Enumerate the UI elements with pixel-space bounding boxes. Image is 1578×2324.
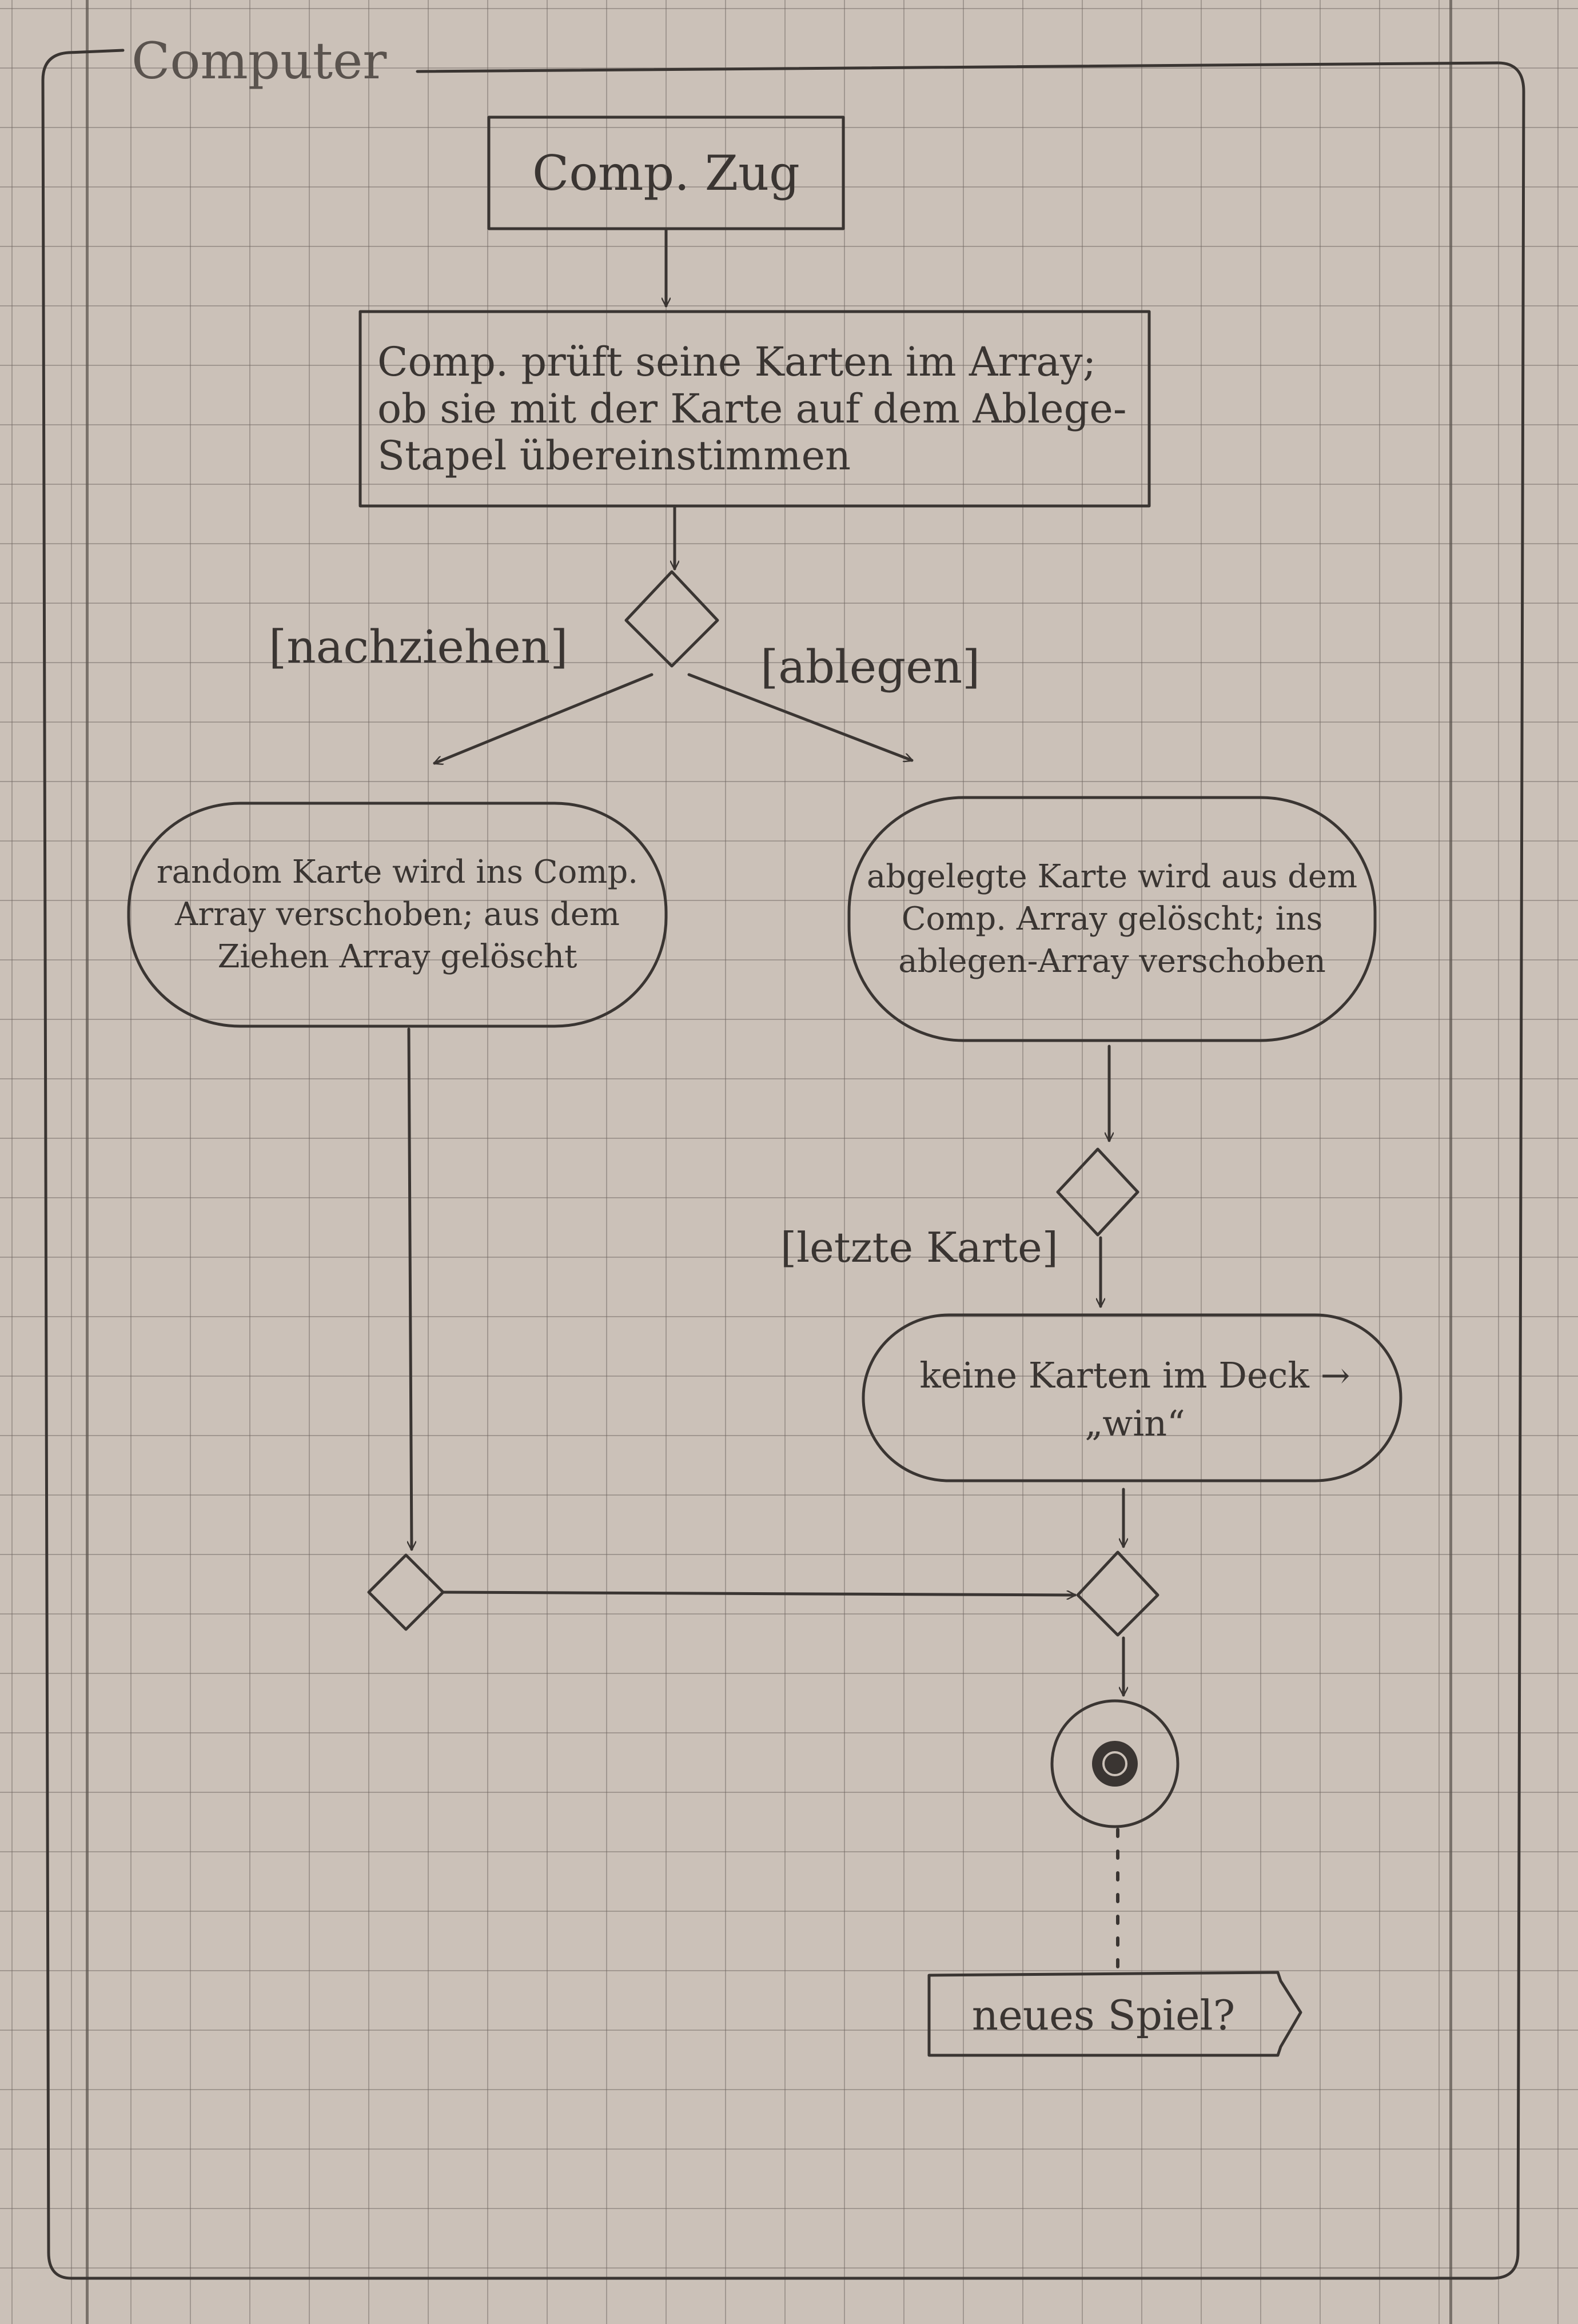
edge-draw-to-merge bbox=[409, 1027, 412, 1551]
edge-merge-to-merge bbox=[441, 1592, 1077, 1595]
check-action-box bbox=[358, 310, 1151, 508]
draw-action-label: random Karte wird ins Comp. Array versch… bbox=[156, 854, 639, 975]
merge-node-1 bbox=[367, 1553, 445, 1631]
no-cards-action-label: keine Karten im Deck → „win“ bbox=[919, 1354, 1350, 1444]
final-node bbox=[1050, 1699, 1179, 1828]
margin-line-left bbox=[86, 0, 89, 2324]
edge-decision-to-draw bbox=[435, 673, 653, 763]
check-action-label: Comp. prüft seine Karten im Array; ob si… bbox=[377, 338, 1127, 479]
no-cards-action-box bbox=[862, 1313, 1402, 1482]
discard-action-box bbox=[847, 796, 1377, 1042]
discard-action-label: abgelegte Karte wird aus dem Comp. Array… bbox=[866, 858, 1358, 980]
new-game-signal-label: neues Spiel? bbox=[971, 1991, 1236, 2039]
guard-last-card-label: [letzte Karte] bbox=[780, 1223, 1058, 1271]
swimlane-frame bbox=[41, 49, 1525, 2280]
edge-decision-to-discard bbox=[687, 673, 912, 760]
frame-title: Computer bbox=[132, 31, 387, 90]
decision-node-1 bbox=[624, 570, 719, 668]
draw-action-box bbox=[127, 802, 668, 1028]
guard-draw-label: [nachziehen] bbox=[269, 620, 568, 673]
start-action-label: Comp. Zug bbox=[532, 145, 800, 201]
merge-node-2 bbox=[1076, 1550, 1159, 1637]
final-node-dot bbox=[1092, 1741, 1138, 1787]
margin-line-right bbox=[1449, 0, 1452, 2324]
new-game-signal-box bbox=[927, 1971, 1302, 2057]
decision-node-2 bbox=[1056, 1147, 1139, 1237]
guard-discard-label: [ablegen] bbox=[760, 640, 981, 693]
